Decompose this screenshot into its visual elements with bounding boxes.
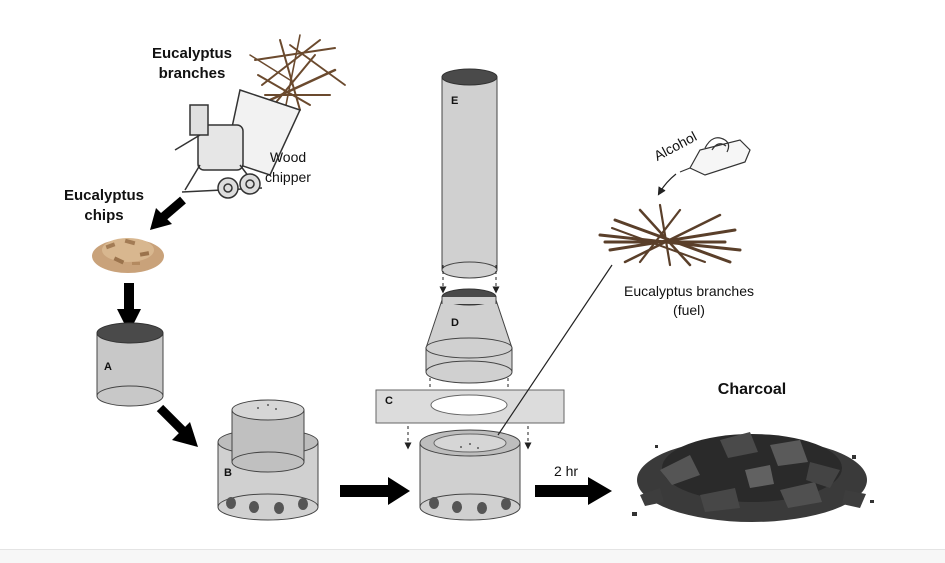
kiln-base xyxy=(420,430,520,520)
charcoal-label: Charcoal xyxy=(718,381,786,398)
eucalyptus-branches-label-line2: branches xyxy=(159,65,226,82)
wood-chips-illustration xyxy=(92,238,164,273)
component-e-label: E xyxy=(451,95,458,107)
wood-chipper-label-line2: chipper xyxy=(265,169,311,185)
container-a: A xyxy=(97,323,163,406)
caption-strip xyxy=(0,549,945,563)
eucalyptus-chips-label-line2: chips xyxy=(84,207,123,224)
arrow-a-to-b xyxy=(160,408,198,447)
component-a-label: A xyxy=(104,361,112,373)
cone-section-d: D xyxy=(426,289,512,383)
eucalyptus-branches-label-line1: Eucalyptus xyxy=(152,45,232,62)
wood-chipper-label-line1: Wood xyxy=(270,149,306,165)
lid-plate-c: C xyxy=(376,390,564,423)
eucalyptus-chips-label-line1: Eucalyptus xyxy=(64,187,144,204)
charcoal-pile-illustration xyxy=(632,432,874,522)
component-d-label: D xyxy=(451,317,459,329)
fuel-branches-label-line2: (fuel) xyxy=(673,302,705,318)
arrow-chipper-to-chips xyxy=(150,200,183,230)
duration-label: 2 hr xyxy=(554,463,578,479)
fuel-branches-label-line1: Eucalyptus branches xyxy=(624,283,754,299)
alcohol-label: Alcohol xyxy=(651,128,699,164)
chimney-e: E xyxy=(442,69,497,278)
arrow-b-to-kiln xyxy=(340,477,410,505)
arrow-kiln-to-charcoal xyxy=(535,477,612,505)
alcohol-pour-arrow xyxy=(660,174,676,192)
component-c-label: C xyxy=(385,395,393,407)
kiln-b: B xyxy=(218,400,318,520)
component-b-label: B xyxy=(224,467,232,479)
fuel-branches-illustration xyxy=(600,205,740,265)
